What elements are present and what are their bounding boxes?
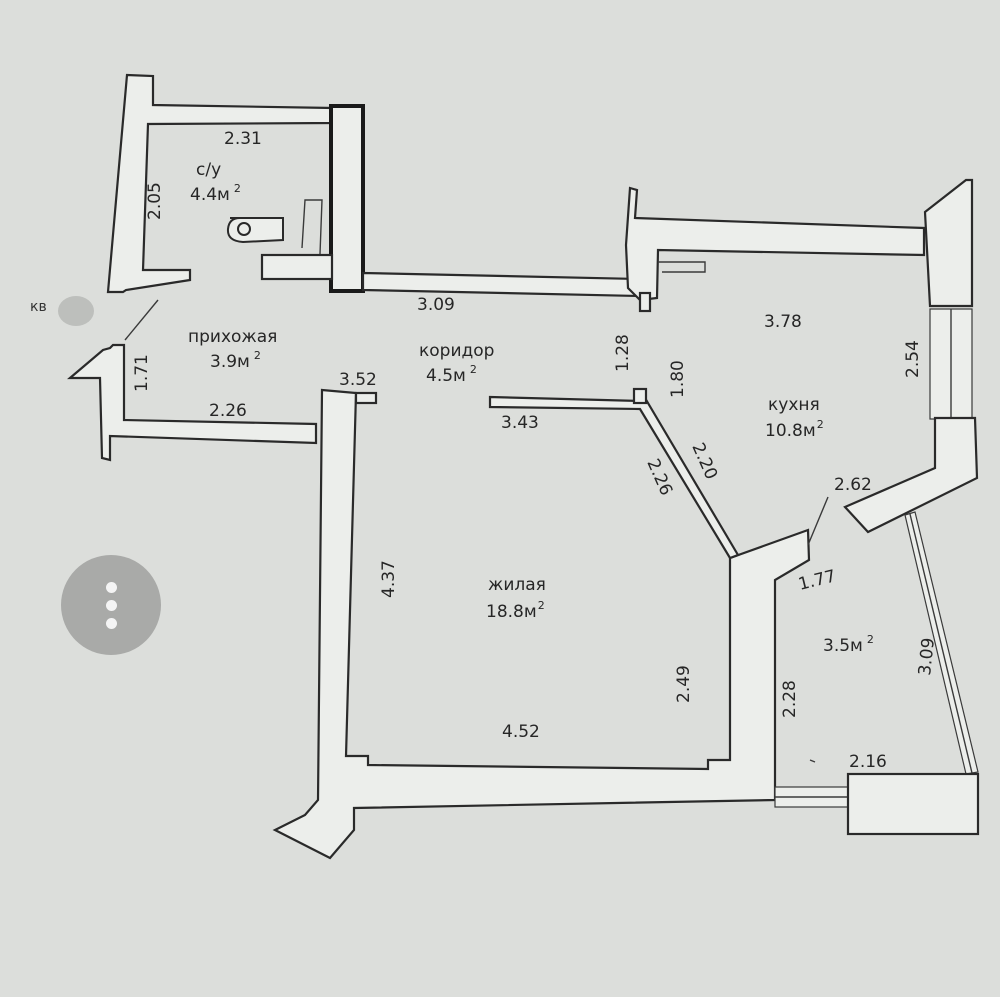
kitchen-walls	[624, 178, 979, 534]
living-walls	[272, 388, 811, 860]
dim-3-09-top: 3.09	[417, 295, 455, 315]
dim-4-52: 4.52	[502, 722, 540, 742]
more-vertical-icon	[105, 617, 117, 629]
toilet-icon	[226, 217, 284, 244]
hall-walls	[67, 299, 318, 462]
dim-2-62: 2.62	[834, 475, 872, 495]
bathroom-name: с/у	[196, 160, 221, 180]
dim-1-77: 1.77	[796, 566, 838, 595]
kitchen-area: 10.8м2	[765, 418, 824, 441]
corridor-top-wall	[361, 271, 642, 298]
more-options-button[interactable]	[61, 555, 161, 655]
corridor-partition	[488, 387, 740, 560]
dim-2-05: 2.05	[145, 182, 165, 220]
corridor-name: коридор	[419, 341, 494, 361]
bathroom-walls	[106, 73, 365, 294]
dim-2-26-hall: 2.26	[209, 401, 247, 421]
more-vertical-icon	[105, 581, 117, 593]
dim-4-37: 4.37	[379, 560, 399, 598]
dim-3-09-balcony: 3.09	[915, 637, 939, 677]
dim-2-49: 2.49	[674, 665, 694, 703]
living-area: 18.8м2	[486, 599, 545, 622]
dim-2-28: 2.28	[780, 680, 800, 718]
kitchen-name: кухня	[768, 395, 820, 415]
dim-2-16: 2.16	[849, 752, 887, 772]
dim-3-52: 3.52	[339, 370, 377, 390]
dim-1-71: 1.71	[132, 354, 152, 392]
dim-1-28: 1.28	[613, 334, 633, 372]
hall-name: прихожая	[188, 327, 277, 347]
obscured-marker	[58, 296, 94, 326]
dim-2-31: 2.31	[224, 129, 262, 149]
dim-3-78: 3.78	[764, 312, 802, 332]
more-vertical-icon	[105, 599, 117, 611]
dim-1-80: 1.80	[668, 360, 688, 398]
living-name: жилая	[488, 575, 546, 595]
apartment-label: кв	[30, 299, 47, 315]
dim-2-54: 2.54	[903, 340, 923, 378]
dim-3-43: 3.43	[501, 413, 539, 433]
balcony-walls	[774, 496, 980, 836]
